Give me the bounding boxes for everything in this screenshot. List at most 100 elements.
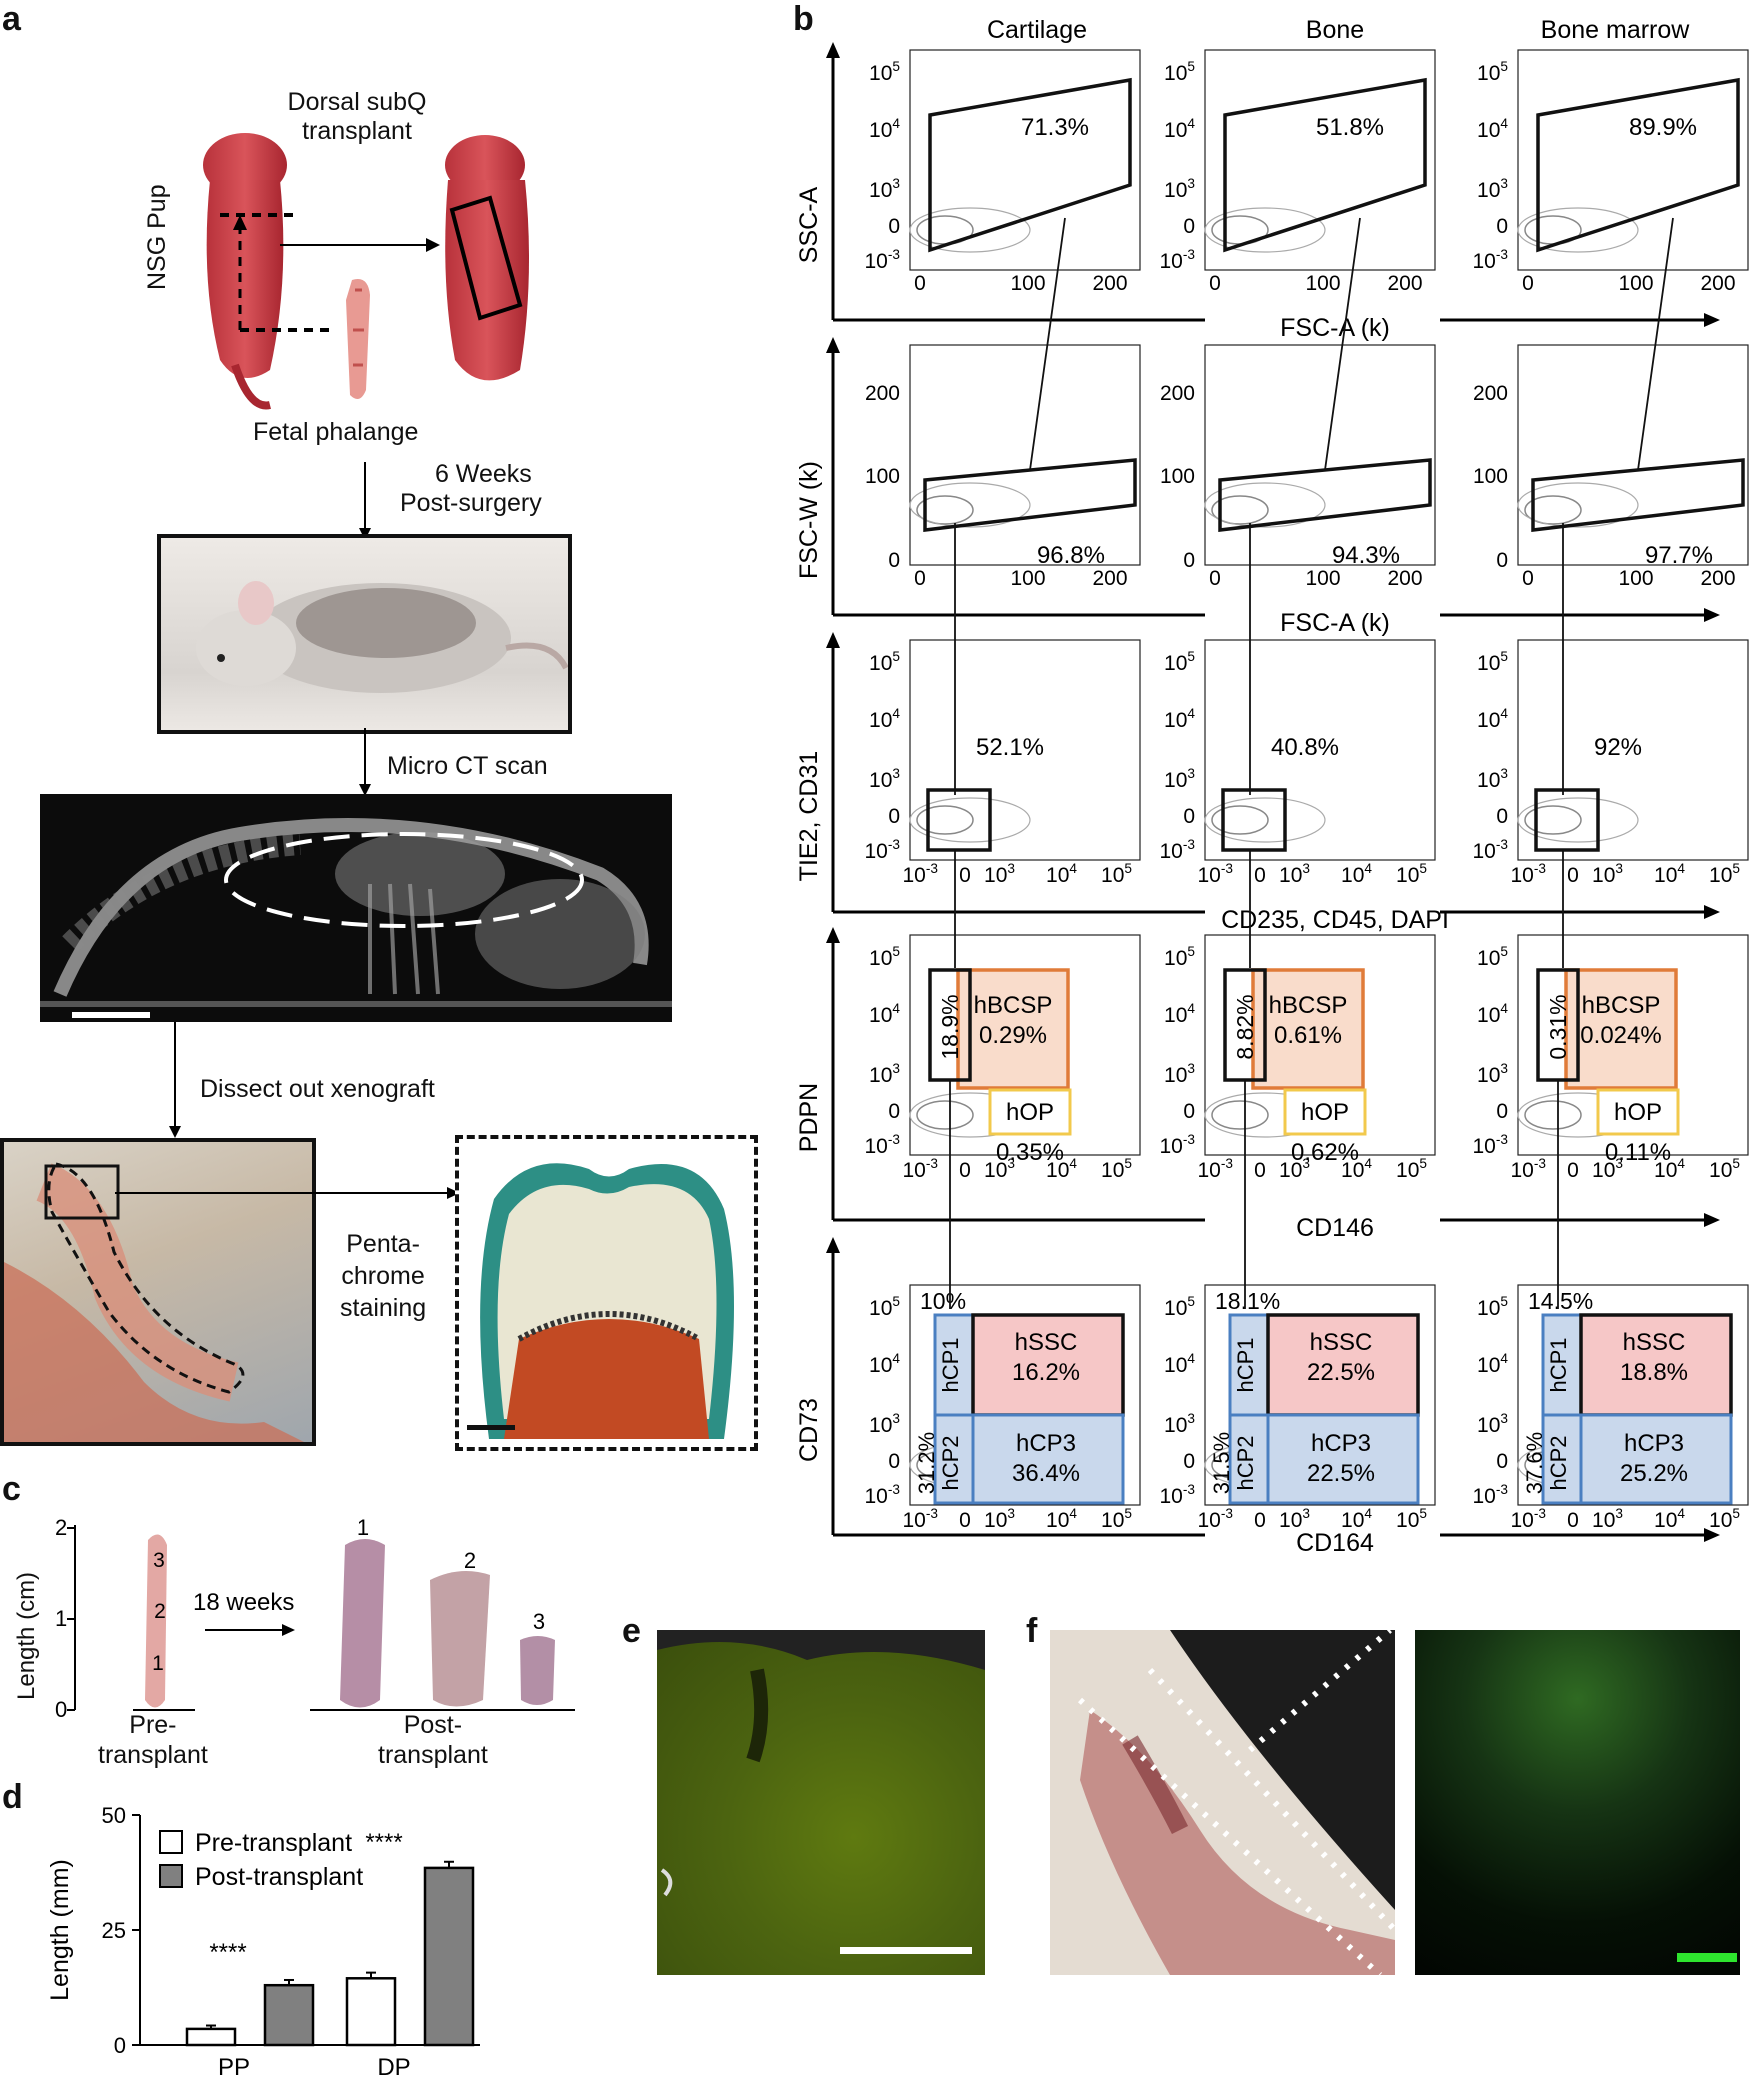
ytick-neg: 10-3 bbox=[865, 1482, 901, 1508]
gate-hop bbox=[1596, 1088, 1680, 1136]
xtick-neg: 10-3 bbox=[1198, 861, 1234, 887]
pre-number-3: 3 bbox=[153, 1549, 165, 1572]
row-xlabel-0: FSC-A (k) bbox=[1280, 314, 1390, 342]
chart-d-bar-0-0 bbox=[185, 2027, 237, 2047]
gate-hcp3 bbox=[1579, 1413, 1733, 1505]
row3-pct-2: 92% bbox=[1594, 734, 1642, 761]
hcp3-pct-0: 36.4% bbox=[1012, 1460, 1080, 1487]
ytick-1e5: 105 bbox=[869, 59, 900, 85]
stain-line3: staining bbox=[340, 1294, 427, 1322]
contour-a bbox=[1524, 805, 1582, 835]
ytick-1e4: 104 bbox=[1477, 706, 1508, 732]
ytick-1e4: 104 bbox=[869, 116, 900, 142]
xtick-200: 200 bbox=[1092, 272, 1127, 295]
fetal-phalange-specimen bbox=[346, 279, 370, 399]
panel-letter-d: d bbox=[2, 1778, 23, 1816]
panel-letter-f: f bbox=[1026, 1612, 1038, 1650]
plot-frame-r2-c1 bbox=[1204, 639, 1436, 861]
ytick-1e5: 105 bbox=[869, 649, 900, 675]
hop-pct-1: 0.62% bbox=[1291, 1139, 1359, 1166]
pdpn-left-pct-0: 18.9% bbox=[937, 994, 963, 1059]
weeks-text: 18 weeks bbox=[193, 1589, 294, 1616]
ytick-neg: 10-3 bbox=[1160, 1132, 1196, 1158]
hbcsp-pct-2: 0.024% bbox=[1580, 1022, 1661, 1049]
contour-a bbox=[1211, 805, 1269, 835]
row-y-arrow-3 bbox=[826, 927, 840, 943]
chart-d-ylabel: Length (mm) bbox=[46, 1859, 74, 2001]
row-y-arrow-4 bbox=[826, 1237, 840, 1253]
fetal-phalange-label: Fetal phalange bbox=[253, 418, 419, 446]
ytick-1e5: 105 bbox=[1477, 649, 1508, 675]
panel-c-ylabel: Length (cm) bbox=[13, 1571, 40, 1700]
ytick-1e4: 104 bbox=[1477, 1001, 1508, 1027]
dorsal-label-line2: transplant bbox=[302, 117, 412, 145]
ytick-1e5: 105 bbox=[1164, 944, 1195, 970]
xtick-1e3: 103 bbox=[984, 1506, 1015, 1532]
top-pct-1: 18.1% bbox=[1215, 1288, 1280, 1314]
ytick-zero: 0 bbox=[1496, 1100, 1508, 1123]
hcp2-pct-1: 31.5% bbox=[1209, 1432, 1234, 1494]
ytick-1e3: 103 bbox=[869, 766, 900, 792]
hop-label-1: hOP bbox=[1301, 1099, 1349, 1126]
hcp3-pct-2: 25.2% bbox=[1620, 1460, 1688, 1487]
contour-b bbox=[909, 797, 1031, 843]
ytick-1e3: 103 bbox=[1477, 766, 1508, 792]
hcp2-label-0: hCP2 bbox=[938, 1435, 963, 1490]
ytick-100: 100 bbox=[865, 465, 900, 488]
ytick-zero: 0 bbox=[1183, 215, 1195, 238]
hssc-pct-0: 16.2% bbox=[1012, 1359, 1080, 1386]
xtick-zero: 0 bbox=[1254, 1159, 1266, 1182]
row-x-arrow-0 bbox=[1704, 313, 1720, 327]
ytick-1e5: 105 bbox=[1164, 649, 1195, 675]
row-x-arrow-4 bbox=[1704, 1528, 1720, 1542]
gate-hcp3 bbox=[1266, 1413, 1420, 1505]
ytick-1e3: 103 bbox=[1477, 176, 1508, 202]
hcp3-label-1: hCP3 bbox=[1311, 1430, 1371, 1457]
transplant-site-box bbox=[449, 195, 523, 321]
arrow-down-2 bbox=[359, 728, 371, 796]
chart-d-legend-swatch-0 bbox=[159, 1830, 183, 1854]
hcp1-label-2: hCP1 bbox=[1546, 1337, 1571, 1392]
ytick-zero: 0 bbox=[1496, 215, 1508, 238]
ytick-1e5: 105 bbox=[1164, 59, 1195, 85]
ytick-1e5: 105 bbox=[1477, 1294, 1508, 1320]
pre-line2: transplant bbox=[98, 1741, 208, 1769]
pre-transplant-label: Pre- transplant bbox=[98, 1710, 208, 1770]
panel-f-illustration bbox=[1050, 1630, 1395, 1975]
xtick-zero: 0 bbox=[1567, 864, 1579, 887]
ytick-1e4: 104 bbox=[1477, 1351, 1508, 1377]
ytick-neg: 10-3 bbox=[1473, 1482, 1509, 1508]
gate-hcp3 bbox=[971, 1413, 1125, 1505]
xtick-1e4: 104 bbox=[1046, 861, 1077, 887]
gate-row1 bbox=[1223, 77, 1427, 253]
ytick-1e5: 105 bbox=[1477, 59, 1508, 85]
row-x-arrow-3 bbox=[1704, 1213, 1720, 1227]
plot-frame-r1-c2 bbox=[1517, 344, 1749, 566]
hop-label-0: hOP bbox=[1006, 1099, 1054, 1126]
connector-1 bbox=[1637, 217, 1674, 471]
gate-hbcsp bbox=[1564, 968, 1678, 1090]
ytick-1e3: 103 bbox=[1164, 766, 1195, 792]
gate-hcp2 bbox=[933, 1413, 975, 1505]
ytick-1e3: 103 bbox=[1477, 1061, 1508, 1087]
ytick-1e4: 104 bbox=[869, 1351, 900, 1377]
hssc-label-2: hSSC bbox=[1623, 1329, 1686, 1356]
ytick-neg: 10-3 bbox=[865, 1132, 901, 1158]
ytick-neg: 10-3 bbox=[1473, 837, 1509, 863]
contour-a bbox=[1211, 1100, 1269, 1130]
row-x-arrow-2 bbox=[1704, 905, 1720, 919]
pre-number-2: 2 bbox=[154, 1600, 166, 1623]
row-x-arrow-1 bbox=[1704, 608, 1720, 622]
gate-row1 bbox=[928, 77, 1132, 253]
post-specimen-2 bbox=[430, 1571, 490, 1707]
micro-ct-label: Micro CT scan bbox=[387, 752, 548, 780]
skeleton-illustration bbox=[40, 818, 672, 1007]
post-number-2: 2 bbox=[464, 1548, 476, 1573]
hop-pct-2: 0.11% bbox=[1605, 1139, 1671, 1166]
ytick-1e5: 105 bbox=[869, 1294, 900, 1320]
xenograft-outline bbox=[224, 832, 584, 928]
xtick-0: 0 bbox=[1209, 272, 1221, 295]
contour-a bbox=[1211, 495, 1269, 525]
ytick-200: 200 bbox=[1160, 382, 1195, 405]
xenograft-illustration bbox=[4, 1162, 304, 1442]
